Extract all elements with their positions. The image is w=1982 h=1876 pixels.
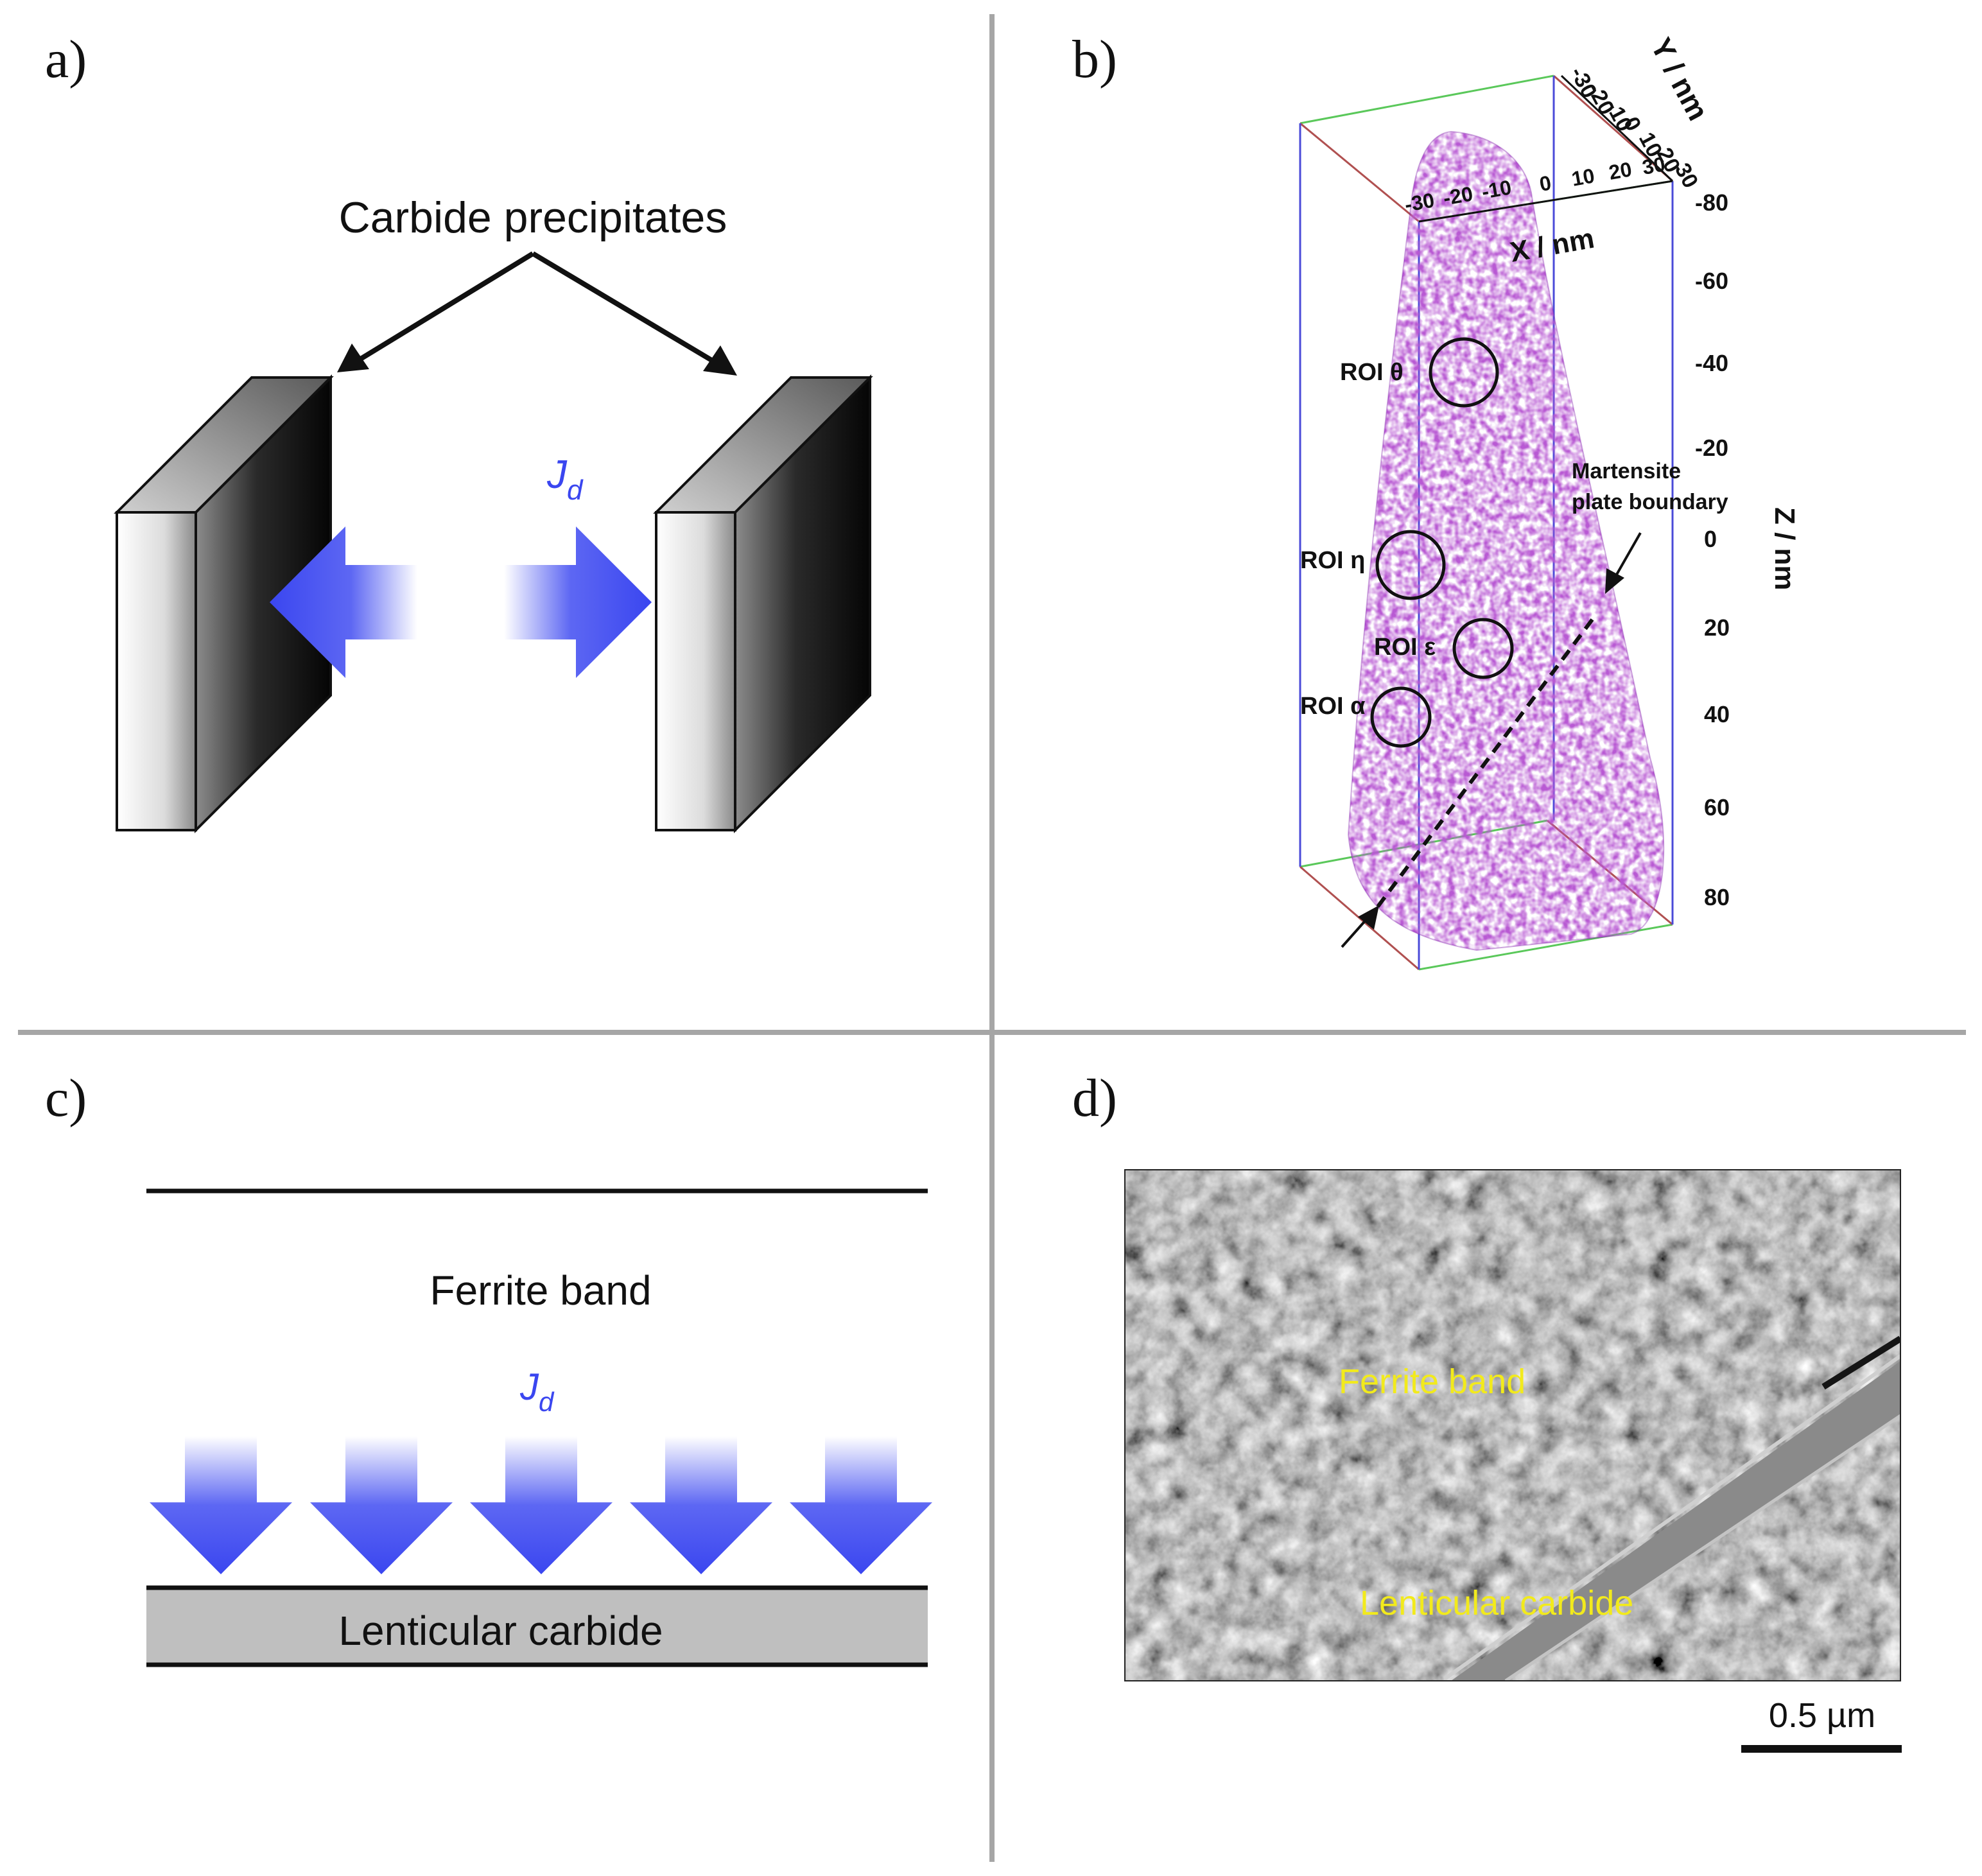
y-axis-title: Y / nm bbox=[1644, 32, 1715, 126]
roi-markers bbox=[1370, 337, 1514, 748]
panel-c: c) Ferrite band Jd Lenticular carbide bbox=[45, 1068, 932, 1667]
z-axis-title: Z / nm bbox=[1769, 507, 1800, 591]
flux-symbol-c: J bbox=[519, 1366, 539, 1408]
z-tick-5: 0 bbox=[1704, 526, 1717, 552]
flux-arrow-right bbox=[504, 526, 652, 678]
roi-epsilon-label: ROI ε bbox=[1374, 634, 1436, 661]
martensite-label-line1: Martensite bbox=[1572, 459, 1681, 483]
sem-carbide-streak bbox=[1451, 1361, 1900, 1681]
flux-arrow-down-5 bbox=[790, 1436, 932, 1574]
scale-bar-label: 0.5 µm bbox=[1769, 1696, 1875, 1735]
z-tick-7: 40 bbox=[1704, 701, 1730, 727]
sem-frame bbox=[1124, 1169, 1901, 1681]
panel-a: a) Carbide precipitates Jd bbox=[45, 30, 873, 833]
x-tick-1: -30 bbox=[1403, 188, 1436, 216]
z-tick-8: 60 bbox=[1704, 794, 1730, 821]
martensite-boundary-label: Martensite plate boundary bbox=[1572, 459, 1728, 514]
flux-symbol-a: J bbox=[546, 453, 568, 497]
lenticular-carbide-label-c: Lenticular carbide bbox=[338, 1608, 663, 1654]
carbide-plate-left bbox=[114, 374, 334, 833]
z-tick-9: 80 bbox=[1704, 884, 1730, 910]
x-tick-5: 10 bbox=[1570, 164, 1596, 191]
flux-arrow-down-1 bbox=[150, 1436, 292, 1574]
z-tick-6: 20 bbox=[1704, 614, 1730, 641]
panel-d: d) Ferrite band Lenticular carbide 0.5 µ… bbox=[1072, 1068, 1902, 1753]
boundary-pointer-top bbox=[1605, 532, 1642, 594]
z-tick-2: -60 bbox=[1695, 268, 1728, 294]
x-tick-4: 0 bbox=[1538, 171, 1553, 196]
callout-arrows bbox=[337, 251, 737, 376]
z-axis: -80 -60 -40 -20 0 20 40 60 80 Z / nm bbox=[1695, 189, 1800, 910]
panel-c-label: c) bbox=[45, 1068, 87, 1128]
roi-theta-label: ROI θ bbox=[1340, 359, 1404, 386]
lenticular-carbide-bar bbox=[146, 1588, 928, 1665]
flux-arrow-down-3 bbox=[470, 1436, 613, 1574]
panel-b: b) -30 -20 -10 0 10 bbox=[1072, 30, 1800, 971]
panel-d-label: d) bbox=[1072, 1068, 1117, 1128]
panel-b-label: b) bbox=[1072, 30, 1117, 89]
roi-epsilon-circle bbox=[1452, 618, 1514, 679]
z-tick-1: -80 bbox=[1695, 189, 1728, 216]
roi-theta-circle bbox=[1429, 337, 1499, 408]
martensite-label-line2: plate boundary bbox=[1572, 490, 1728, 514]
z-tick-4: -20 bbox=[1695, 435, 1728, 461]
x-tick-7: 30 bbox=[1640, 152, 1667, 179]
flux-subscript-a: d bbox=[567, 474, 584, 506]
roi-eta-label: ROI η bbox=[1300, 547, 1365, 574]
boundary-pointer-bottom bbox=[1341, 905, 1379, 948]
x-tick-3: -10 bbox=[1480, 175, 1513, 203]
z-tick-3: -40 bbox=[1695, 350, 1728, 376]
sem-micrograph bbox=[1125, 1170, 1900, 1681]
roi-alpha-label: ROI α bbox=[1300, 693, 1365, 720]
x-tick-6: 20 bbox=[1607, 157, 1633, 184]
flux-arrows-down bbox=[150, 1436, 932, 1574]
carbide-plate-right bbox=[653, 374, 873, 833]
apt-tip-outline bbox=[1347, 130, 1665, 951]
roi-alpha-circle bbox=[1370, 686, 1432, 748]
ferrite-band-label-d: Ferrite band bbox=[1339, 1362, 1526, 1401]
lenticular-carbide-label-d: Lenticular carbide bbox=[1360, 1584, 1633, 1622]
flux-label-c: Jd bbox=[519, 1366, 555, 1417]
flux-arrow-left bbox=[270, 526, 417, 678]
ferrite-band-label-c: Ferrite band bbox=[430, 1267, 651, 1314]
carbide-precipitates-callout: Carbide precipitates bbox=[339, 193, 727, 242]
flux-label-a: Jd bbox=[546, 453, 584, 506]
x-tick-2: -20 bbox=[1441, 182, 1475, 209]
scale-bar bbox=[1741, 1745, 1902, 1753]
martensite-boundary-line bbox=[1372, 618, 1594, 913]
roi-eta-circle bbox=[1375, 530, 1446, 600]
flux-arrow-down-2 bbox=[310, 1436, 453, 1574]
flux-subscript-c: d bbox=[539, 1387, 555, 1417]
flux-arrow-down-4 bbox=[630, 1436, 772, 1574]
panel-a-label: a) bbox=[45, 30, 87, 89]
